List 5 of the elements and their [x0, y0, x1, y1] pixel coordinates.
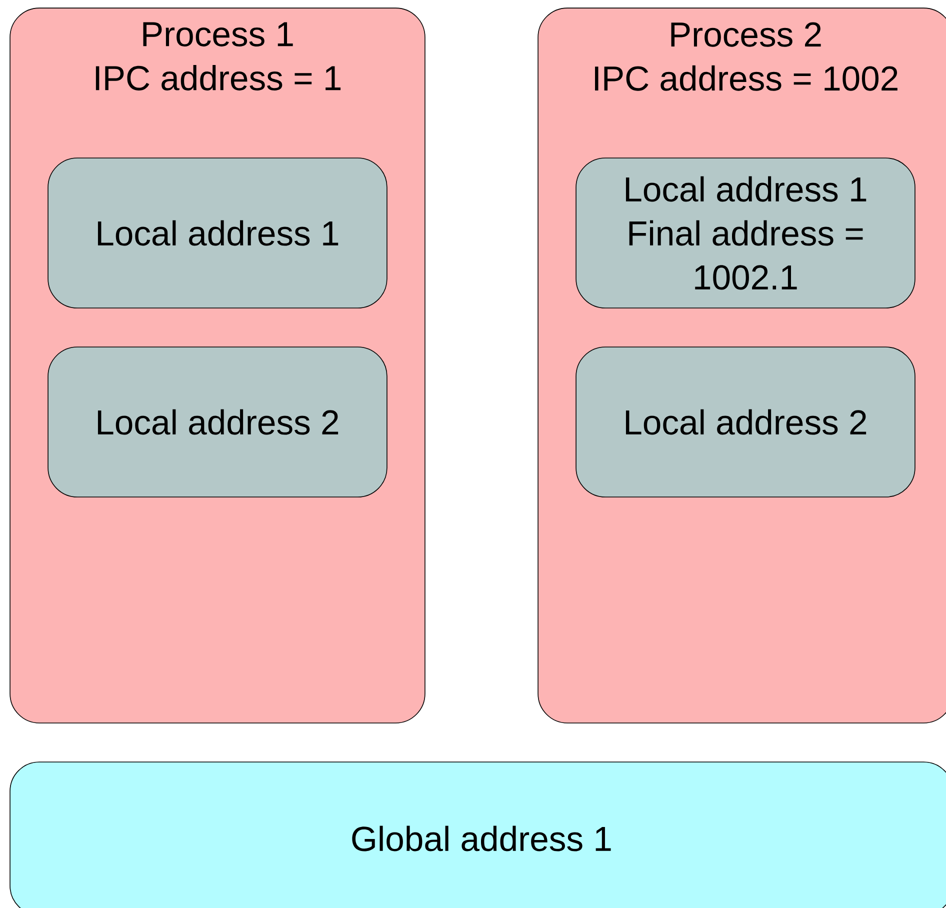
address-box: Local address 2 — [48, 346, 388, 498]
address-box: Local address 2 — [576, 346, 916, 498]
address-box: Local address 1 — [48, 158, 388, 308]
address-band: Global address 1 — [10, 762, 946, 908]
address-box: Local address 1 Final address = 1002.1 — [576, 158, 916, 308]
